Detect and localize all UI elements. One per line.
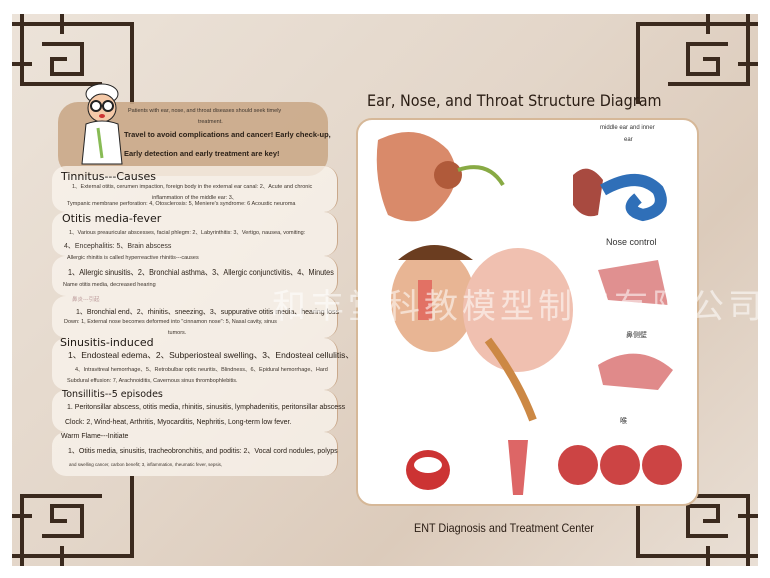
section-card	[52, 338, 338, 390]
section-line: 1、Otitis media, sinusitis, tracheobronch…	[68, 448, 338, 455]
section-line: 1. Peritonsillar abscess, otitis media, …	[67, 404, 346, 411]
section-line: 4、Intravitreal hemorrhage、5、Retrobulbar …	[75, 367, 328, 373]
section-line: 1、Allergic sinusitis、2、Bronchial asthma、…	[68, 267, 334, 277]
section-line: 4、Encephalitis: 5、Brain abscess	[64, 243, 172, 250]
doctor-cartoon-icon	[72, 78, 132, 168]
section-heading: Tinnitus---Causes	[61, 170, 156, 183]
section-heading: Warm Flame---Initiate	[61, 433, 129, 440]
section-line: Tympanic membrane perforation: 4, Otoscl…	[67, 201, 296, 207]
watermark: 和丰堂科教模型制造有限公司	[272, 288, 758, 326]
section-line: and swelling cancer, carbon benefit; 3, …	[69, 462, 223, 467]
section-line: 1、Endosteal edema、2、Subperiosteal swelli…	[68, 350, 354, 360]
section-line: inflammation of the middle ear: 3、	[152, 195, 238, 201]
lattice-decoration-top-right	[618, 14, 758, 114]
anatomy-diagram-panel: middle ear and inner ear Nose control 鼻侧…	[356, 118, 699, 506]
section-heading: Sinusitis-induced	[60, 336, 154, 349]
section-line: Clock: 2, Wind-heat, Arthritis, Myocardi…	[65, 419, 292, 426]
throat-illustrations	[406, 440, 682, 495]
section-line: 1、External otitis, cerumen impaction, fo…	[72, 184, 313, 190]
section-card	[52, 296, 338, 338]
banner-line-3: Travel to avoid complications and cancer…	[124, 130, 331, 139]
lattice-decoration-bottom-left	[12, 466, 152, 566]
page-title: Ear, Nose, and Throat Structure Diagram	[367, 91, 662, 110]
head-illustration	[391, 245, 573, 422]
section-card	[52, 212, 338, 256]
nose-label: Nose control	[606, 237, 657, 247]
section-line: 1、Various preauricular abscesses, facial…	[69, 230, 306, 236]
section-line: 1、Bronchial end、2、rhinitis、sneezing、3、su…	[76, 309, 340, 316]
nasal-wall-label: 鼻侧壁	[626, 332, 647, 339]
section-heading: Allergic rhinitis is called hyperreactiv…	[67, 255, 199, 261]
footer-caption: ENT Diagnosis and Treatment Center	[414, 521, 594, 535]
banner-line-1: Patients with ear, nose, and throat dise…	[128, 108, 282, 114]
banner-line-4: Early detection and early treatment are …	[124, 149, 280, 158]
outer-ear-illustration	[376, 132, 505, 222]
section-card	[52, 432, 338, 476]
section-card	[52, 256, 338, 296]
section-card	[52, 390, 338, 432]
section-line: Name otitis media, decreased hearing	[63, 282, 156, 288]
poster: Patients with ear, nose, and throat dise…	[12, 14, 758, 566]
middle-ear-label-2: ear	[624, 137, 633, 143]
section-line: tumors.	[168, 330, 187, 336]
anatomy-illustrations	[376, 132, 682, 495]
section-card	[52, 166, 338, 212]
middle-ear-label: middle ear and inner	[600, 125, 655, 131]
inner-ear-illustration	[573, 168, 667, 222]
throat-label: 喉	[620, 418, 627, 425]
section-line: Down: 1, External nose becomes deformed …	[64, 319, 277, 325]
section-line: Subdural effusion: 7, Arachnoiditis, Cav…	[67, 378, 238, 384]
section-heading: 鼻炎---引起	[72, 297, 100, 303]
lattice-decoration-top-left	[12, 14, 152, 114]
section-heading: Tonsillitis--5 episodes	[62, 389, 163, 400]
banner-line-2: treatment.	[198, 119, 223, 125]
nose-illustration	[598, 260, 673, 390]
section-heading: Otitis media-fever	[62, 212, 162, 225]
